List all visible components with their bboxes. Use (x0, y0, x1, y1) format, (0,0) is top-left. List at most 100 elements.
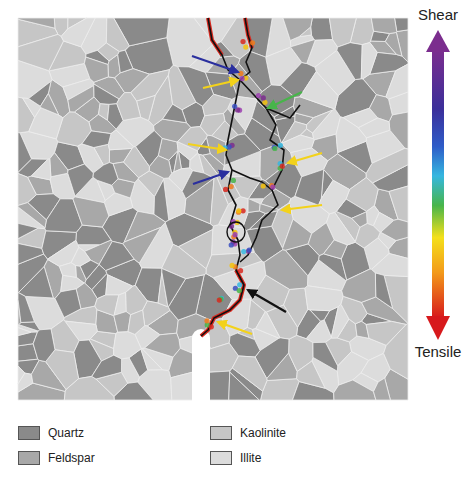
grain-cell (336, 117, 366, 153)
grain-cell (163, 104, 187, 123)
axis-label: Shear (418, 6, 458, 23)
grain-cell (68, 86, 94, 112)
legend-swatch (18, 451, 40, 465)
grain-cell (342, 269, 376, 302)
grain-cell (366, 321, 406, 345)
pointer-arrow (268, 92, 302, 108)
legend-text: Kaolinite (240, 426, 286, 440)
grain-cell (386, 64, 408, 99)
crack-loop (227, 222, 245, 242)
pointer-arrow (193, 172, 228, 184)
grain-cell (229, 372, 259, 400)
grain-cell (124, 147, 150, 178)
grain-cell (55, 289, 81, 318)
legend-text: Quartz (48, 426, 84, 440)
grain-cell (381, 219, 408, 240)
microcrack-dot (240, 76, 245, 81)
pointer-arrow (188, 144, 226, 150)
grain-cell (385, 32, 402, 56)
microcrack-dots (204, 39, 284, 329)
grain-cell (282, 135, 314, 152)
grain-cell (283, 219, 312, 250)
grain-cell (18, 243, 44, 264)
pointer-arrow (282, 205, 322, 210)
grain-cell (51, 320, 79, 353)
legend-swatch (210, 426, 232, 440)
microcrack-dot (241, 249, 246, 254)
grain-cell (76, 225, 111, 245)
grain-cell (366, 206, 379, 226)
grain-cell (40, 94, 58, 115)
grain-cell (229, 333, 260, 357)
microcrack-dot (237, 288, 242, 293)
grain-cell (319, 180, 350, 214)
legend-swatch (210, 451, 232, 465)
microcrack-dot (261, 95, 266, 100)
grain-cell (358, 118, 389, 138)
grain-cell (361, 43, 377, 79)
microcrack-dot (262, 100, 267, 105)
grain-cell (352, 212, 367, 227)
color-bar-body (432, 50, 444, 318)
microcrack-dot (236, 208, 241, 213)
microcrack-dot (238, 268, 243, 273)
grain-cell (18, 267, 53, 298)
grain-cell (99, 241, 134, 270)
microcrack-dot (209, 324, 214, 329)
grain-cell (18, 366, 25, 384)
grain-cell (206, 252, 262, 277)
grain-cell (283, 18, 312, 40)
grain-cell (92, 355, 122, 379)
grain-cell (337, 43, 362, 80)
microcrack-dot (238, 71, 243, 76)
grain-cell (305, 286, 343, 311)
crack-line (232, 170, 272, 190)
grain-cell (182, 171, 214, 199)
grain-cell (310, 310, 330, 321)
grain-cell (200, 113, 225, 135)
tensile-crack (208, 18, 222, 55)
grain-cell (131, 70, 170, 101)
color-bar (426, 30, 450, 340)
grain-cell (71, 247, 90, 266)
grain-cell (149, 156, 171, 179)
grain-cell (369, 95, 392, 122)
grain-cell (117, 93, 141, 121)
grain-cell (300, 72, 338, 109)
grain-cell (389, 186, 408, 222)
pointer-arrow (203, 80, 238, 88)
grain-cell (18, 328, 31, 336)
grain-cell (82, 131, 111, 148)
microcrack-dot (229, 184, 234, 189)
grain-cell (18, 18, 55, 28)
grain-cell (307, 110, 333, 133)
legend-entry: Quartz (18, 426, 84, 440)
grain-cell (295, 169, 324, 205)
microcrack-dot (261, 183, 266, 188)
color-bar-head (426, 30, 450, 52)
microcrack-dot (278, 143, 283, 148)
grain-cell (313, 342, 338, 371)
grain-cell (264, 250, 308, 290)
grain-cell (355, 223, 380, 248)
microcrack-dot (256, 93, 261, 98)
grain-cell (108, 130, 133, 150)
microcrack-dot (250, 40, 255, 45)
pointer-arrow (192, 56, 238, 72)
microcrack-dot (237, 282, 242, 287)
microcrack-dot (232, 232, 237, 237)
grain-cell (94, 84, 119, 104)
grain-cell (128, 310, 145, 334)
grain-cell (311, 18, 333, 40)
microcrack-dot (232, 104, 237, 109)
microcrack-dot (204, 318, 209, 323)
legend-swatch (18, 426, 40, 440)
grain-cell (145, 333, 181, 357)
grain-cell (93, 163, 118, 186)
grain-cell (256, 312, 280, 338)
grain-cell (18, 203, 46, 228)
grain-cell (106, 18, 129, 52)
axis-label: Tensile (415, 343, 462, 360)
pointer-arrow (288, 153, 322, 163)
